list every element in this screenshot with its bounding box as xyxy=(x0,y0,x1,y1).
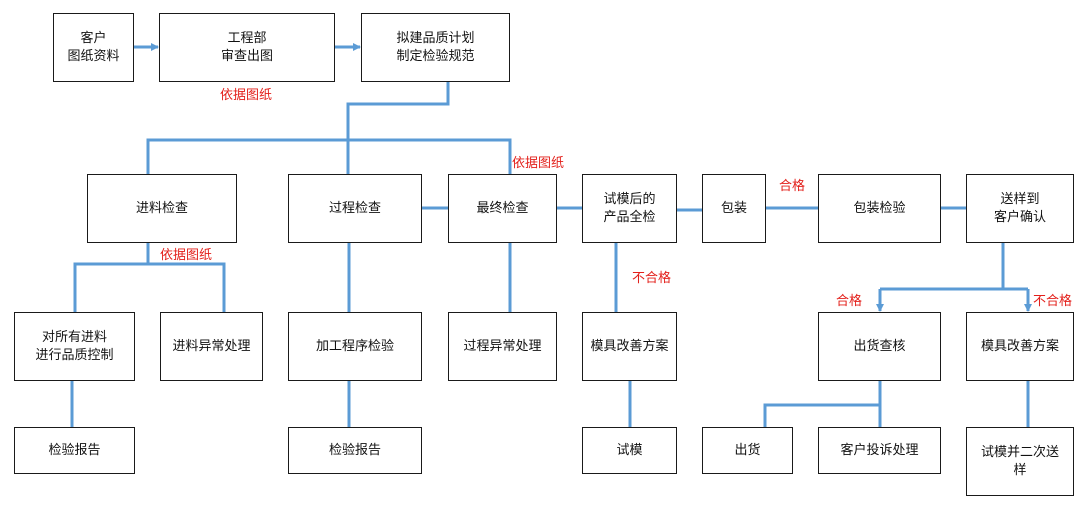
connector-incoming-branch xyxy=(73,262,226,312)
node-shipment: 出货 xyxy=(702,427,793,474)
node-incoming-quality-control: 对所有进料 进行品质控制 xyxy=(14,312,135,381)
node-incoming-abnormal: 进料异常处理 xyxy=(160,312,263,381)
node-final-inspection: 最终检查 xyxy=(448,174,557,243)
label-pass-2: 合格 xyxy=(836,294,863,309)
node-second-trial: 试模并二次送 样 xyxy=(966,427,1074,496)
node-incoming-inspection: 进料检查 xyxy=(87,174,237,243)
node-packing-inspection: 包装检验 xyxy=(818,174,941,243)
node-inspection-report-1: 检验报告 xyxy=(14,427,135,474)
node-customer-complaint: 客户投诉处理 xyxy=(818,427,941,474)
node-trial-full-inspection: 试模后的 产品全检 xyxy=(582,174,677,243)
node-shipment-check: 出货查核 xyxy=(818,312,941,381)
node-mold-improvement-2: 模具改善方案 xyxy=(966,312,1074,381)
node-packing: 包装 xyxy=(702,174,766,243)
label-by-drawing-3: 依据图纸 xyxy=(160,248,213,263)
node-quality-plan: 拟建品质计划 制定检验规范 xyxy=(361,13,510,82)
node-engineering-review: 工程部 审查出图 xyxy=(159,13,335,82)
node-mold-improvement-1: 模具改善方案 xyxy=(582,312,677,381)
node-process-inspection: 过程检查 xyxy=(288,174,422,243)
node-inspection-report-2: 检验报告 xyxy=(288,427,422,474)
node-customer-drawings: 客户 图纸资料 xyxy=(53,13,134,82)
node-process-abnormal: 过程异常处理 xyxy=(448,312,557,381)
label-by-drawing-2: 依据图纸 xyxy=(512,156,565,171)
connector-branch-bar xyxy=(146,138,512,174)
node-sample-confirmation: 送样到 客户确认 xyxy=(966,174,1074,243)
label-pass-1: 合格 xyxy=(779,179,806,194)
node-trial-mold: 试模 xyxy=(582,427,677,474)
node-machining-inspection: 加工程序检验 xyxy=(288,312,422,381)
label-by-drawing-1: 依据图纸 xyxy=(220,88,273,103)
label-fail-1: 不合格 xyxy=(632,271,672,286)
connector-check-to-shipment xyxy=(763,403,880,427)
label-fail-2: 不合格 xyxy=(1033,294,1073,309)
connector-plan-down xyxy=(346,82,450,174)
